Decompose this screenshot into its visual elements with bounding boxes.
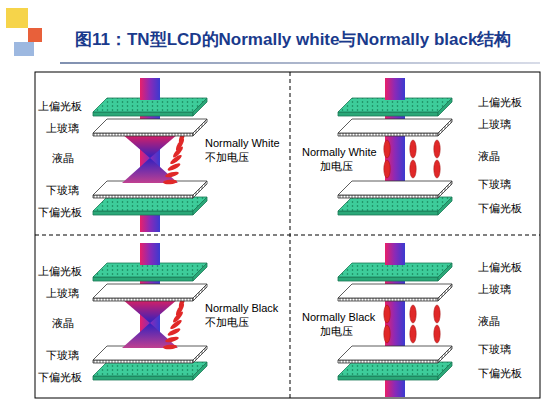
- lc-molecule: [163, 344, 177, 349]
- lc-molecule: [165, 336, 180, 344]
- polarizer-plate: [338, 112, 438, 116]
- polarizer-plate: [93, 112, 193, 116]
- mode-label: Normally Black: [205, 302, 278, 315]
- polarizer-plate: [93, 263, 207, 277]
- lc-molecule: [410, 140, 416, 158]
- voltage-label: 不加电压: [205, 316, 249, 329]
- lc-molecule: [169, 319, 183, 331]
- glass-plate: [338, 181, 452, 195]
- lc-molecule: [384, 325, 390, 343]
- glass-plate: [338, 298, 438, 301]
- twisted-light: [122, 299, 178, 323]
- part-label: 上玻璃: [478, 283, 511, 296]
- light-beam: [140, 243, 160, 265]
- part-label: 下偏光板: [478, 367, 522, 380]
- lc-molecule: [165, 171, 180, 179]
- glass-plate: [93, 360, 193, 363]
- lc-molecule: [434, 160, 440, 178]
- lc-molecule: [434, 325, 440, 343]
- lc-molecule: [169, 154, 183, 166]
- glass-plate: [338, 195, 438, 198]
- voltage-label: 加电压: [320, 325, 353, 338]
- part-label: 下玻璃: [478, 343, 511, 356]
- polarizer-plate: [338, 211, 438, 215]
- glass-plate: [93, 284, 207, 298]
- glass-plate: [338, 360, 438, 363]
- polarizer-plate: [338, 197, 452, 211]
- lcd-stack: [93, 243, 207, 380]
- light-beam: [140, 78, 160, 100]
- theme-decoration: [6, 8, 540, 64]
- light-beam: [385, 243, 405, 265]
- part-label: 上玻璃: [46, 287, 79, 300]
- light-beam: [385, 78, 405, 100]
- glass-plate: [338, 133, 438, 136]
- glass-plate: [338, 284, 452, 298]
- part-label: 液晶: [52, 152, 74, 165]
- part-label: 下偏光板: [38, 371, 82, 384]
- voltage-label: 不加电压: [205, 151, 249, 164]
- polarizer-plate: [93, 277, 193, 281]
- polarizer-plate: [338, 362, 452, 376]
- lc-molecule: [410, 325, 416, 343]
- mode-label: Normally Black: [302, 311, 375, 324]
- part-label: 下偏光板: [38, 206, 82, 219]
- polarizer-plate: [93, 98, 207, 112]
- part-label: 下偏光板: [478, 202, 522, 215]
- polarizer-plate: [338, 277, 438, 281]
- glass-plate: [338, 346, 452, 360]
- lc-molecule: [434, 140, 440, 158]
- polarizer-plate: [338, 263, 452, 277]
- part-label: 上偏光板: [478, 261, 522, 274]
- glass-plate: [93, 346, 207, 360]
- twisted-light: [122, 134, 178, 158]
- lc-molecule: [163, 179, 177, 184]
- part-label: 液晶: [52, 317, 74, 330]
- lc-molecule: [434, 305, 440, 323]
- part-label: 上偏光板: [478, 96, 522, 109]
- lc-molecule: [167, 327, 182, 337]
- polarizer-plate: [338, 376, 438, 380]
- lc-molecule: [384, 305, 390, 323]
- part-label: 液晶: [478, 315, 500, 328]
- part-label: 上偏光板: [38, 100, 82, 113]
- part-label: 下玻璃: [46, 349, 79, 362]
- glass-plate: [93, 298, 193, 301]
- lcd-stack: [93, 78, 207, 232]
- mode-label: Normally White: [205, 137, 280, 150]
- mode-label: Normally White: [302, 146, 377, 159]
- polarizer-plate: [93, 197, 207, 211]
- lc-molecule: [384, 140, 390, 158]
- polarizer-plate: [93, 376, 193, 380]
- panel-frame: [35, 72, 540, 398]
- glass-plate: [93, 195, 193, 198]
- lc-molecule: [410, 305, 416, 323]
- part-label: 下玻璃: [46, 184, 79, 197]
- lc-molecule: [384, 160, 390, 178]
- lc-molecule: [410, 160, 416, 178]
- glass-plate: [338, 119, 452, 133]
- polarizer-plate: [338, 98, 452, 112]
- lc-molecule: [167, 162, 182, 172]
- glass-plate: [93, 119, 207, 133]
- voltage-label: 加电压: [320, 160, 353, 173]
- glass-plate: [93, 133, 193, 136]
- part-label: 上玻璃: [478, 118, 511, 131]
- polarizer-plate: [93, 362, 207, 376]
- part-label: 液晶: [478, 150, 500, 163]
- polarizer-plate: [93, 211, 193, 215]
- part-label: 上偏光板: [38, 265, 82, 278]
- part-label: 下玻璃: [478, 178, 511, 191]
- part-label: 上玻璃: [46, 122, 79, 135]
- lcd-stacks: [93, 78, 452, 397]
- glass-plate: [93, 181, 207, 195]
- slide-title: 图11：TN型LCD的Normally white与Normally black…: [75, 30, 511, 50]
